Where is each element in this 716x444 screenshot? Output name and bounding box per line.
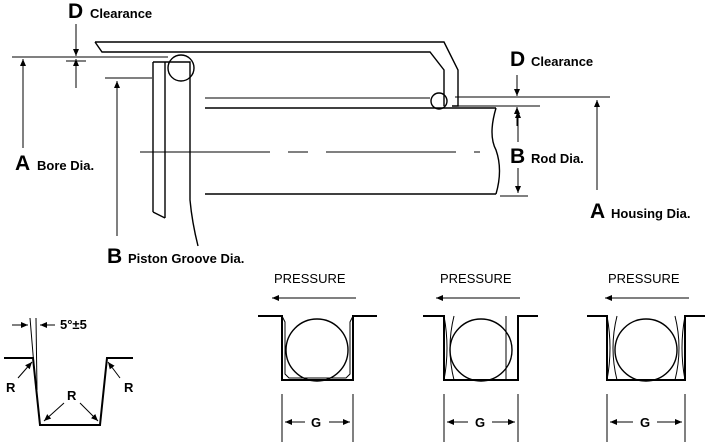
d-clearance-right-label: Clearance [531, 54, 593, 69]
a-housing-label: Housing Dia. [611, 206, 690, 221]
b-groove-letter: B [107, 245, 122, 268]
b-groove-label: Piston Groove Dia. [128, 251, 244, 266]
groove-radius-center-label: R [67, 388, 77, 403]
pressure-view-1-width-label: G [311, 415, 321, 430]
piston [152, 61, 199, 247]
a-bore-label: Bore Dia. [37, 158, 94, 173]
b-rod-label: Rod Dia. [531, 151, 584, 166]
d-clearance-top-letter: D [68, 0, 83, 23]
housing-outline [94, 41, 459, 107]
pressure-view-1 [258, 295, 377, 442]
pressure-view-2-caption: PRESSURE [440, 271, 512, 286]
pressure-view-3-width-label: G [640, 415, 650, 430]
d-clearance-top-dimension [66, 24, 86, 88]
pressure-view-1-caption: PRESSURE [274, 271, 346, 286]
groove-radius-left-label: R [6, 380, 16, 395]
piston-o-ring [167, 54, 195, 82]
rod-o-ring [430, 92, 448, 110]
rod [205, 97, 501, 195]
b-rod-letter: B [510, 145, 525, 168]
groove-angle-label: 5°±5 [60, 317, 87, 332]
pressure-view-2-width-label: G [475, 415, 485, 430]
pressure-view-3 [587, 295, 705, 442]
groove-detail [4, 317, 133, 426]
groove-radius-right-label: R [124, 380, 134, 395]
pressure-view-3-caption: PRESSURE [608, 271, 680, 286]
a-housing-letter: A [590, 200, 605, 223]
pressure-view-2 [423, 295, 538, 442]
a-bore-letter: A [15, 152, 30, 175]
d-clearance-top-label: Clearance [90, 6, 152, 21]
assembly-drawing: D Clearance A Bore Dia. B Piston Groove … [12, 0, 690, 268]
d-clearance-right-letter: D [510, 48, 525, 71]
